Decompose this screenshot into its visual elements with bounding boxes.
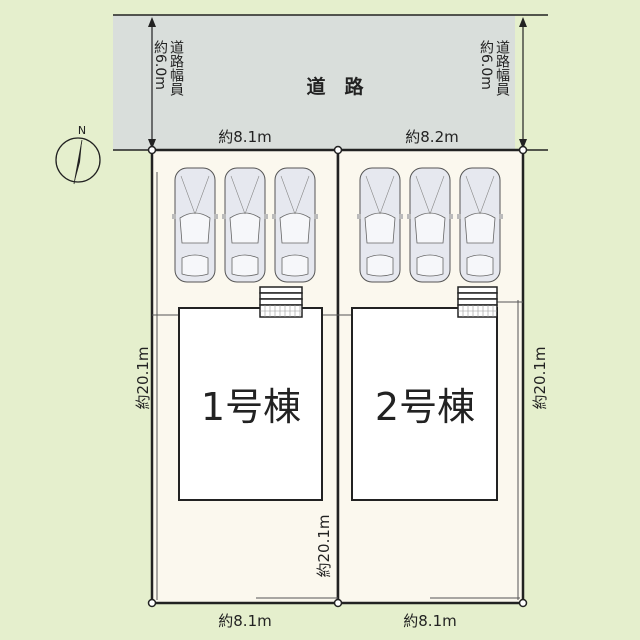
car-icon	[407, 167, 453, 283]
parking-cars	[172, 167, 503, 283]
stairs-icon	[259, 286, 303, 318]
boundary-marker	[333, 145, 343, 155]
building-1-label: 1号棟	[201, 385, 301, 429]
road-width-arrow-right	[519, 17, 527, 149]
depth-left-label: 約20.1m	[134, 346, 152, 409]
compass-north-label: N	[78, 124, 86, 137]
car-icon	[457, 167, 503, 283]
boundary-marker	[518, 598, 528, 608]
entrance-steps	[259, 286, 498, 318]
building-2[interactable]	[351, 307, 498, 501]
boundary-marker	[518, 145, 528, 155]
boundary-marker	[147, 145, 157, 155]
north-compass-icon	[55, 137, 101, 185]
car-icon	[272, 167, 318, 283]
road-width-title-left: 道路幅員	[168, 40, 184, 96]
building-2-label: 2号棟	[375, 385, 475, 429]
fence-lines	[152, 172, 523, 600]
boundary-marker	[333, 598, 343, 608]
road-area	[113, 15, 515, 150]
boundary-markers	[147, 145, 528, 608]
car-icon	[357, 167, 403, 283]
depth-middle-label: 約20.1m	[315, 514, 333, 577]
road-width-value-left: 約6.0m	[152, 40, 168, 90]
frontage-lot2-label: 約8.2m	[405, 128, 458, 146]
road-width-arrow-left	[148, 17, 156, 149]
boundary-marker	[147, 598, 157, 608]
depth-right-label: 約20.1m	[531, 346, 549, 409]
road-width-title-right: 道路幅員	[494, 40, 510, 96]
rear-lot1-label: 約8.1m	[218, 612, 271, 630]
rear-lot2-label: 約8.1m	[403, 612, 456, 630]
car-icon	[222, 167, 268, 283]
stairs-icon	[457, 286, 498, 318]
road-width-value-right: 約6.0m	[478, 40, 494, 90]
building-1[interactable]	[178, 307, 323, 501]
frontage-lot1-label: 約8.1m	[218, 128, 271, 146]
road-label: 道 路	[306, 75, 364, 98]
car-icon	[172, 167, 218, 283]
